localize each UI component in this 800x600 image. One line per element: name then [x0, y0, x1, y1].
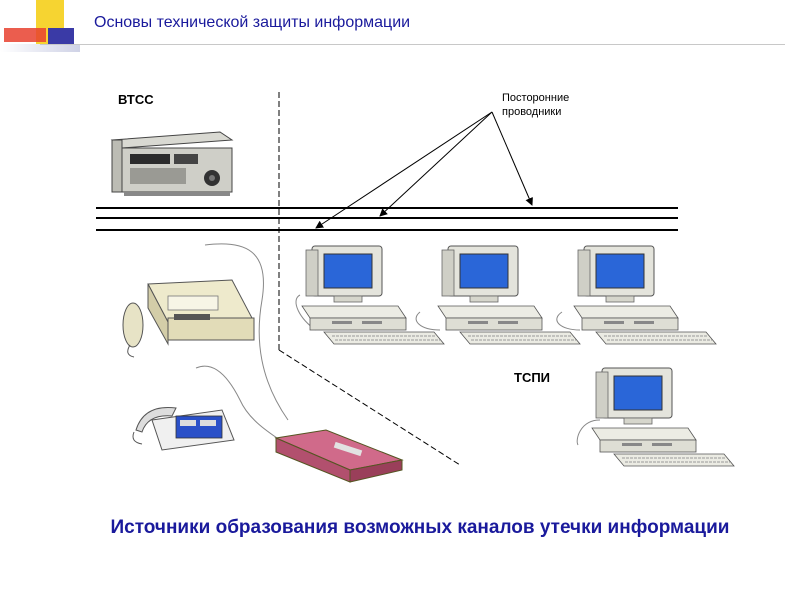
cable-phone: [195, 365, 281, 441]
computer-2: [437, 245, 581, 345]
radio-receiver-device: [110, 131, 234, 196]
pointer-arrow-3: [491, 111, 533, 206]
corner-decoration: [0, 0, 90, 60]
cable-pc-2: [415, 311, 441, 331]
telephone-device: [132, 406, 235, 451]
computer-4: [591, 367, 735, 467]
fax-machine-device: [122, 279, 255, 358]
foreign-wires-label: Посторонние проводники: [502, 92, 570, 118]
header-divider: [40, 44, 785, 45]
cable-fax: [204, 243, 289, 421]
computer-3: [573, 245, 717, 345]
btss-label: ВТСС: [118, 92, 154, 107]
tspi-label: ТСПИ: [514, 370, 551, 385]
modem-device: [274, 429, 404, 483]
cable-pc-4: [576, 419, 601, 446]
page-title: Основы технической защиты информации: [94, 14, 411, 31]
pointer-arrow-1: [315, 111, 493, 229]
slide-caption: Источники образования возможных каналов …: [110, 517, 730, 538]
cable-pc-3: [556, 311, 581, 331]
pointer-arrow-2: [379, 111, 493, 217]
computer-1: [301, 245, 445, 345]
